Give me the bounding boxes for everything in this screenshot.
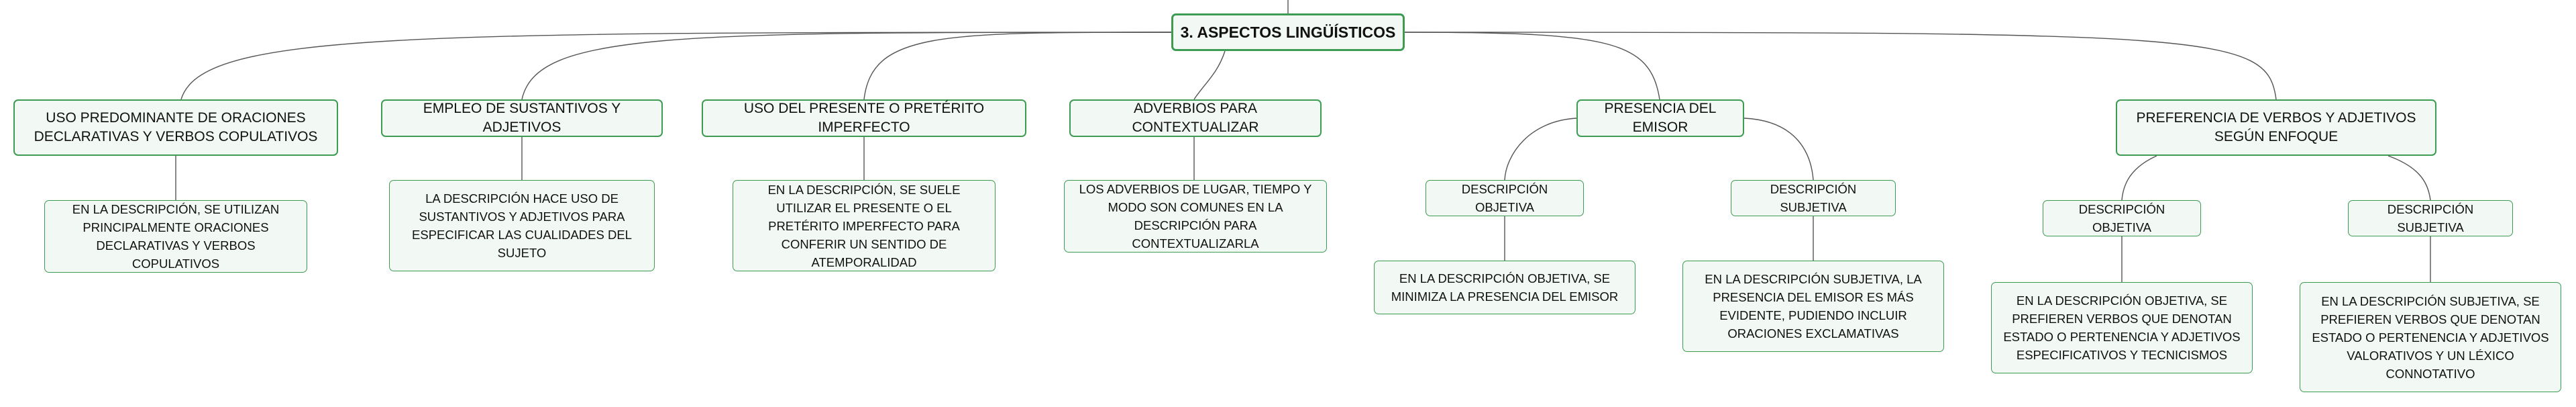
root-node[interactable]: 3. ASPECTOS LINGÜÍSTICOS: [1171, 13, 1405, 51]
branch-sustantivos[interactable]: EMPLEO DE SUSTANTIVOS Y ADJETIVOS: [381, 99, 663, 137]
detail-pref-subjetiva[interactable]: EN LA DESCRIPCIÓN SUBJETIVA, SE PREFIERE…: [2300, 282, 2561, 392]
branch-presente[interactable]: USO DEL PRESENTE O PRETÉRITO IMPERFECTO: [702, 99, 1026, 137]
sub-emisor-objetiva[interactable]: DESCRIPCIÓN OBJETIVA: [1426, 180, 1584, 216]
detail-uso-oraciones[interactable]: EN LA DESCRIPCIÓN, SE UTILIZAN PRINCIPAL…: [44, 200, 307, 273]
edge-pref-subjetiva: [2387, 155, 2431, 201]
detail-emisor-objetiva[interactable]: EN LA DESCRIPCIÓN OBJETIVA, SE MINIMIZA …: [1374, 261, 1635, 314]
sub-pref-subjetiva[interactable]: DESCRIPCIÓN SUBJETIVA: [2348, 200, 2513, 236]
sub-emisor-subjetiva[interactable]: DESCRIPCIÓN SUBJETIVA: [1731, 180, 1896, 216]
detail-emisor-subjetiva[interactable]: EN LA DESCRIPCIÓN SUBJETIVA, LA PRESENCI…: [1682, 261, 1944, 352]
edge-emisor-subjetiva: [1743, 118, 1814, 181]
detail-pref-objetiva[interactable]: EN LA DESCRIPCIÓN OBJETIVA, SE PREFIEREN…: [1991, 282, 2253, 373]
detail-adverbios[interactable]: LOS ADVERBIOS DE LUGAR, TIEMPO Y MODO SO…: [1064, 180, 1327, 253]
edge-root-preferencia: [1404, 32, 2277, 100]
detail-presente[interactable]: EN LA DESCRIPCIÓN, SE SUELE UTILIZAR EL …: [733, 180, 996, 271]
branch-preferencia[interactable]: PREFERENCIA DE VERBOS Y ADJETIVOS SEGÚN …: [2116, 99, 2436, 156]
branch-uso-oraciones[interactable]: USO PREDOMINANTE DE ORACIONES DECLARATIV…: [13, 99, 338, 156]
sub-pref-objetiva[interactable]: DESCRIPCIÓN OBJETIVA: [2043, 200, 2201, 236]
edge-root-uso: [180, 32, 1172, 100]
edge-root-adverbios: [1193, 50, 1226, 100]
branch-adverbios[interactable]: ADVERBIOS PARA CONTEXTUALIZAR: [1069, 99, 1322, 137]
edge-root-presente: [863, 32, 1172, 100]
edge-root-emisor: [1404, 32, 1660, 100]
detail-sustantivos[interactable]: LA DESCRIPCIÓN HACE USO DE SUSTANTIVOS Y…: [389, 180, 655, 271]
edge-root-sustantivos: [521, 32, 1172, 100]
branch-emisor[interactable]: PRESENCIA DEL EMISOR: [1576, 99, 1744, 137]
edge-pref-objetiva: [2121, 155, 2157, 201]
edge-emisor-objetiva: [1504, 118, 1577, 181]
